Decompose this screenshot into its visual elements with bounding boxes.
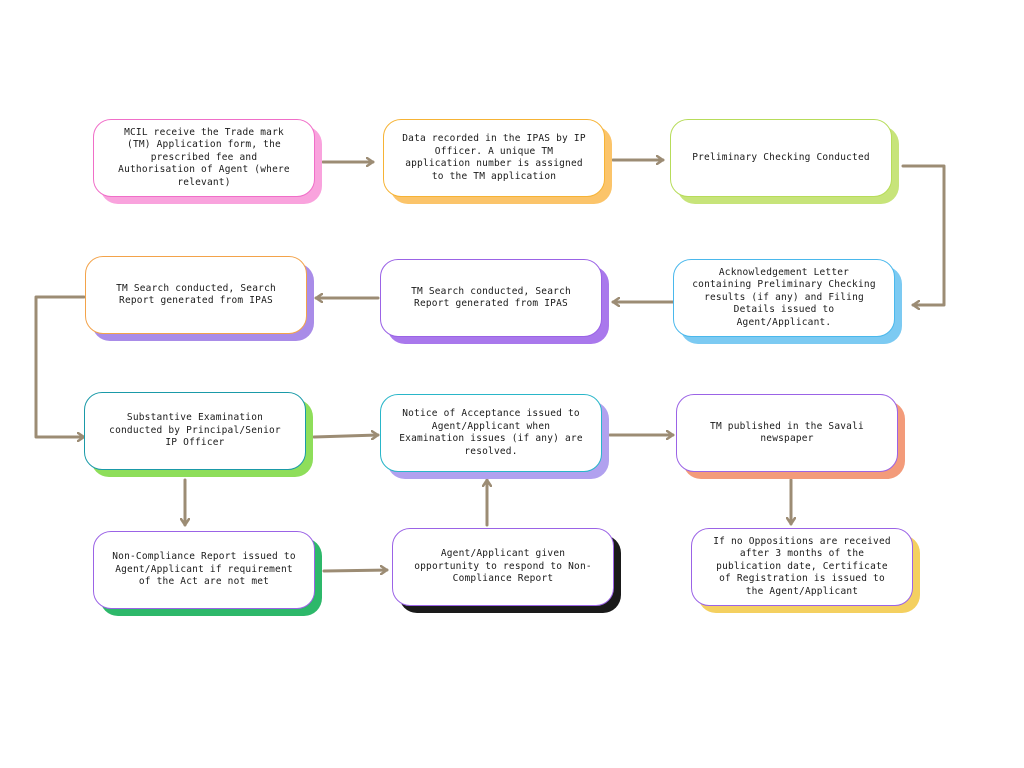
step-box: Data recorded in the IPAS by IP Officer.… [383, 119, 605, 197]
step-tm-search-ipas: TM Search conducted, Search Report gener… [380, 259, 609, 344]
step-data-recorded: Data recorded in the IPAS by IP Officer.… [383, 119, 612, 204]
step-box: Notice of Acceptance issued to Agent/App… [380, 394, 602, 472]
arrow-n6-to-n7 [34, 295, 86, 437]
step-box: MCIL receive the Trade mark (TM) Applica… [93, 119, 315, 197]
step-certificate-of-registration: If no Oppositions are received after 3 m… [691, 528, 920, 613]
step-box: Preliminary Checking Conducted [670, 119, 892, 197]
arrow-n3-to-n4 [901, 164, 946, 305]
step-label: Notice of Acceptance issued to Agent/App… [399, 408, 583, 457]
step-label: TM Search conducted, Search Report gener… [411, 285, 571, 310]
step-label: Agent/Applicant given opportunity to res… [414, 548, 592, 585]
step-label: TM Search conducted, Search Report gener… [116, 282, 276, 307]
step-tm-search-report: TM Search conducted, Search Report gener… [85, 256, 314, 341]
step-agent-response: Agent/Applicant given opportunity to res… [392, 528, 621, 613]
step-label: Substantive Examination conducted by Pri… [109, 412, 281, 449]
arrow-n7-to-n8 [312, 435, 380, 437]
step-label: TM published in the Savali newspaper [710, 420, 864, 445]
step-box: Agent/Applicant given opportunity to res… [392, 528, 614, 606]
step-box: If no Oppositions are received after 3 m… [691, 528, 913, 606]
step-label: Data recorded in the IPAS by IP Officer.… [402, 133, 586, 182]
step-notice-of-acceptance: Notice of Acceptance issued to Agent/App… [380, 394, 609, 479]
step-box: TM Search conducted, Search Report gener… [85, 256, 307, 334]
step-label: MCIL receive the Trade mark (TM) Applica… [118, 126, 290, 188]
step-non-compliance-report: Non-Compliance Report issued to Agent/Ap… [93, 531, 322, 616]
step-label: Acknowledgement Letter containing Prelim… [692, 266, 876, 328]
step-label: If no Oppositions are received after 3 m… [713, 535, 891, 597]
step-label: Preliminary Checking Conducted [692, 151, 870, 163]
step-receive-application: MCIL receive the Trade mark (TM) Applica… [93, 119, 322, 204]
step-label: Non-Compliance Report issued to Agent/Ap… [112, 551, 296, 588]
step-box: TM published in the Savali newspaper [676, 394, 898, 472]
step-box: Non-Compliance Report issued to Agent/Ap… [93, 531, 315, 609]
arrow-n10-to-n11 [322, 570, 389, 571]
step-box: TM Search conducted, Search Report gener… [380, 259, 602, 337]
step-box: Substantive Examination conducted by Pri… [84, 392, 306, 470]
step-tm-published: TM published in the Savali newspaper [676, 394, 905, 479]
step-preliminary-checking: Preliminary Checking Conducted [670, 119, 899, 204]
step-substantive-examination: Substantive Examination conducted by Pri… [84, 392, 313, 477]
step-acknowledgement-letter: Acknowledgement Letter containing Prelim… [673, 259, 902, 344]
step-box: Acknowledgement Letter containing Prelim… [673, 259, 895, 337]
